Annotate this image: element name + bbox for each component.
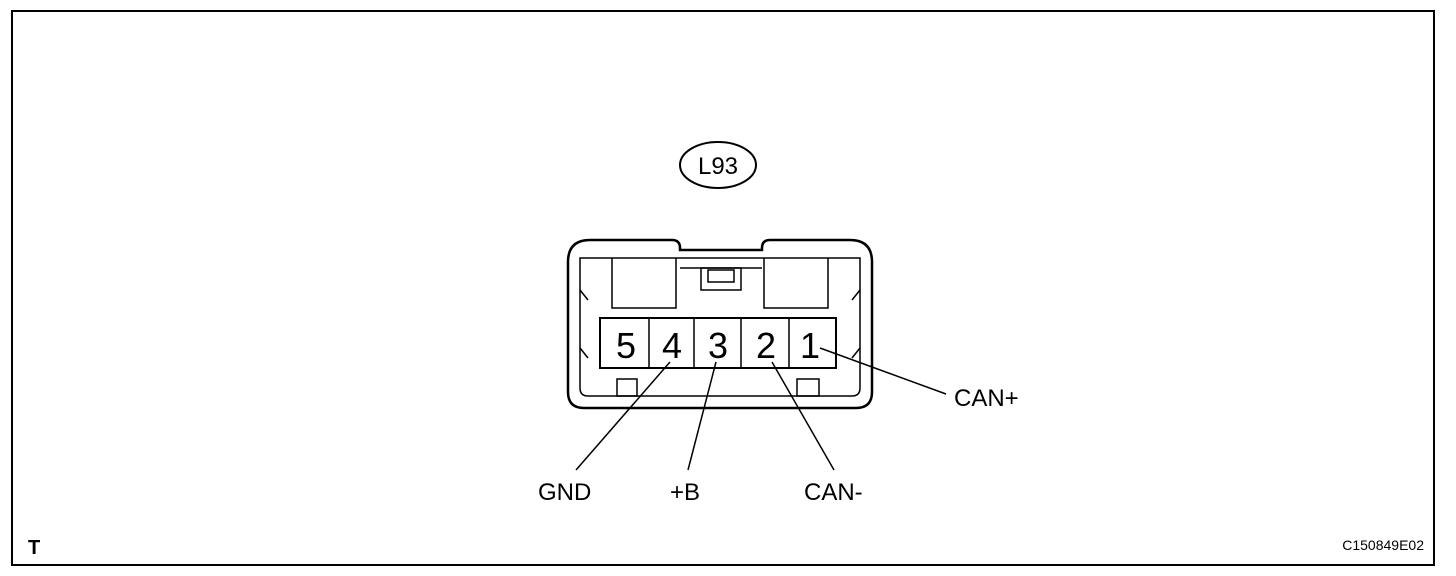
bottom-key-left bbox=[616, 378, 638, 397]
wire-label-can-minus: CAN- bbox=[804, 479, 863, 506]
right-slant-lower bbox=[851, 347, 861, 359]
right-tab bbox=[763, 258, 829, 309]
leader-line-can-plus bbox=[819, 347, 947, 395]
pin-number: 4 bbox=[662, 325, 682, 366]
connector-housing-inner bbox=[579, 257, 861, 397]
center-latch bbox=[700, 267, 742, 291]
wire-label-gnd: GND bbox=[538, 479, 591, 506]
figure-code: C150849E02 bbox=[1342, 537, 1424, 553]
connector-housing-outer bbox=[566, 238, 874, 410]
right-slant bbox=[851, 289, 861, 301]
wire-label-can-plus: CAN+ bbox=[954, 385, 1019, 412]
bottom-key-right bbox=[796, 378, 820, 397]
pin-number: 1 bbox=[800, 325, 820, 366]
diagram-frame bbox=[11, 10, 1435, 566]
wire-label-plus-b: +B bbox=[670, 479, 700, 506]
leader-line-gnd bbox=[575, 361, 671, 471]
pin-number: 5 bbox=[616, 325, 636, 366]
center-latch-inner bbox=[707, 269, 735, 283]
corner-mark-left: T bbox=[28, 537, 40, 559]
left-slant-lower bbox=[579, 347, 589, 359]
pin-block bbox=[599, 317, 837, 369]
pin-number: 3 bbox=[708, 325, 728, 366]
connector-id-label: L93 bbox=[698, 153, 738, 180]
leader-line-plus-b bbox=[687, 361, 717, 471]
pin-number: 2 bbox=[756, 325, 776, 366]
connector-id-oval bbox=[679, 141, 757, 189]
left-slant bbox=[579, 289, 589, 301]
left-tab bbox=[611, 258, 677, 309]
leader-line-can-minus bbox=[771, 361, 835, 471]
